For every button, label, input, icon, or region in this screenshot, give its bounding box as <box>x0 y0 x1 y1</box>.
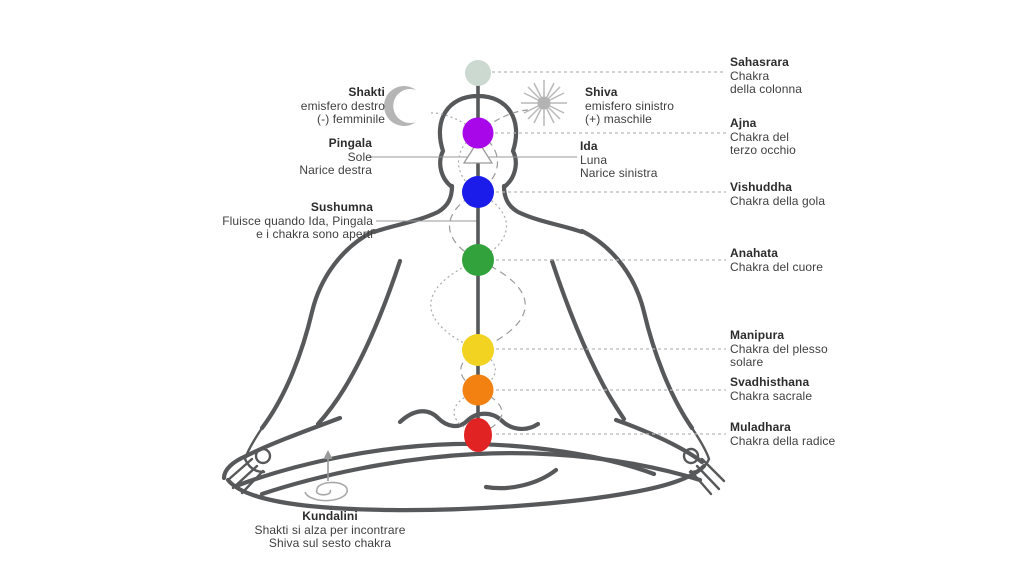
right-hand-finger <box>700 457 726 483</box>
label-ida-title: Ida <box>580 139 598 153</box>
left-arm-outer <box>259 228 377 431</box>
left-hand-edge <box>243 426 266 474</box>
hands <box>226 426 726 496</box>
chakra-vishuddha <box>462 176 494 208</box>
rising-arrow-head <box>323 450 333 459</box>
left-shin-crossing <box>233 441 657 489</box>
label-sahasrara: Sahasrara Chakra della colonna <box>730 55 803 97</box>
label-anahata-title: Anahata <box>730 246 779 260</box>
nose-triangle <box>462 139 494 164</box>
label-anahata-body: Chakra del cuore <box>730 259 823 274</box>
label-ida-body: Luna Narice sinistra <box>580 152 658 180</box>
chakra-circles <box>462 60 494 452</box>
label-shiva: Shiva emisfero sinistro (+) maschile <box>585 85 675 127</box>
left-hand-finger <box>231 464 259 490</box>
right-arm-outer <box>579 228 695 431</box>
neck-left-outline <box>371 183 455 235</box>
right-mudra-circle <box>682 447 700 465</box>
chakra-anahata <box>462 244 494 276</box>
neck-right-outline <box>501 183 585 235</box>
left-thigh <box>221 415 343 481</box>
label-manipura: Manipura Chakra del plesso solare <box>730 328 828 370</box>
label-svadhisthana-title: Svadhisthana <box>730 375 810 389</box>
label-svadhisthana-body: Chakra sacrale <box>730 388 813 403</box>
label-shakti-title: Shakti <box>348 85 385 99</box>
label-vishuddha-body: Chakra della gola <box>730 193 826 208</box>
right-hand-finger <box>689 469 713 496</box>
chakra-leader-lines <box>492 71 726 435</box>
left-hand-finger <box>226 457 254 482</box>
meditating-figure-outline <box>221 93 707 513</box>
left-mudra-circle <box>254 447 272 465</box>
chakra-sahasrara <box>465 60 491 86</box>
tucked-foot <box>483 467 559 491</box>
label-shiva-title: Shiva <box>585 85 618 99</box>
label-shakti: Shakti emisfero destro (-) femminile <box>300 85 385 127</box>
label-kundalini-title: Kundalini <box>302 509 358 523</box>
kundalini-coil-icon <box>304 481 349 502</box>
sun-icon <box>521 80 567 126</box>
label-pingala-title: Pingala <box>328 136 372 150</box>
label-svadhisthana: Svadhisthana Chakra sacrale <box>730 375 813 403</box>
waist-fold <box>397 409 541 431</box>
crescent-moon-icon <box>384 86 416 126</box>
label-manipura-body: Chakra del plesso solare <box>730 341 828 369</box>
label-sushumna-body: Fluisce quando Ida, Pingala e i chakra s… <box>222 213 373 241</box>
label-shakti-body: emisfero destro (-) femminile <box>300 98 385 126</box>
kundalini-symbol <box>304 450 349 502</box>
label-ida: Ida Luna Narice sinistra <box>580 139 658 181</box>
legs-bottom-contour <box>225 463 707 513</box>
label-muladhara: Muladhara Chakra della radice <box>730 420 836 448</box>
label-manipura-title: Manipura <box>730 328 785 342</box>
chakra-manipura <box>462 334 494 366</box>
label-ajna: Ajna Chakra del terzo occhio <box>730 116 796 158</box>
chakra-ajna <box>462 117 494 149</box>
label-shiva-body: emisfero sinistro (+) maschile <box>585 98 675 126</box>
chakra-muladhara <box>464 418 492 452</box>
label-muladhara-title: Muladhara <box>730 420 791 434</box>
right-hand-edge <box>688 426 711 474</box>
label-vishuddha: Vishuddha Chakra della gola <box>730 180 826 208</box>
right-hand-finger <box>695 464 721 491</box>
label-sahasrara-title: Sahasrara <box>730 55 789 69</box>
label-vishuddha-title: Vishuddha <box>730 180 793 194</box>
label-muladhara-body: Chakra della radice <box>730 433 836 448</box>
label-pingala-body: Sole Narice destra <box>299 149 372 177</box>
label-anahata: Anahata Chakra del cuore <box>730 246 823 274</box>
label-sushumna: Sushumna Fluisce quando Ida, Pingala e i… <box>222 200 373 242</box>
left-arm-inner <box>315 258 403 427</box>
label-pingala: Pingala Sole Narice destra <box>299 136 372 178</box>
chakra-svadhisthana <box>462 374 494 406</box>
label-kundalini: Kundalini Shakti si alza per incontrare … <box>185 509 475 551</box>
left-hand-finger <box>240 469 265 495</box>
right-arm-inner <box>549 258 627 422</box>
label-ajna-body: Chakra del terzo occhio <box>730 129 796 157</box>
right-thigh <box>613 417 705 465</box>
label-ajna-title: Ajna <box>730 116 757 130</box>
right-shin-crossing <box>259 451 703 497</box>
label-sahasrara-body: Chakra della colonna <box>730 68 803 96</box>
label-kundalini-body: Shakti si alza per incontrare Shiva sul … <box>254 522 406 550</box>
label-sushumna-title: Sushumna <box>310 200 373 214</box>
